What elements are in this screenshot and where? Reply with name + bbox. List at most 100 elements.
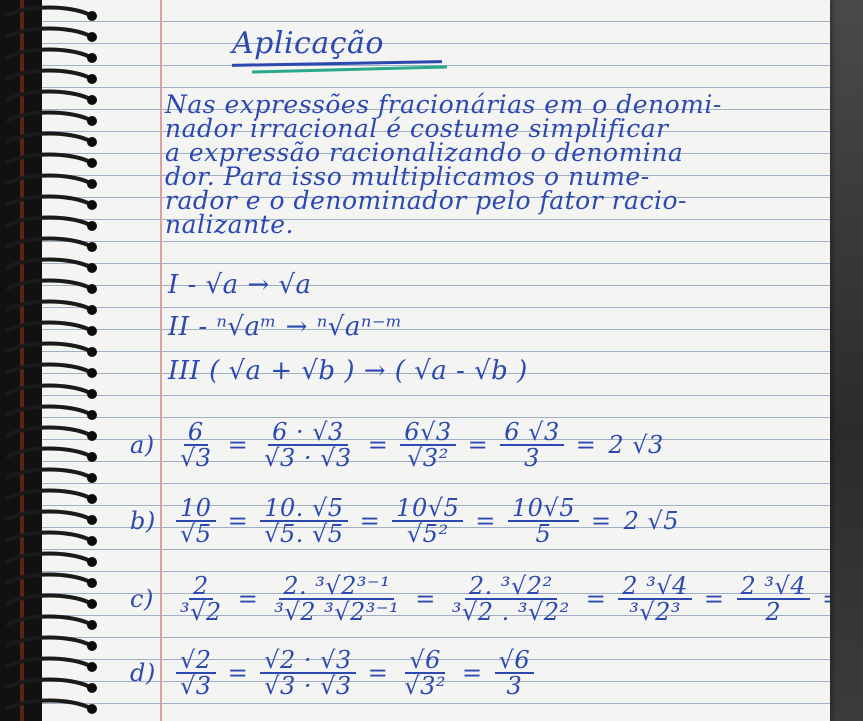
fraction-numerator: 2. ³√2³⁻¹: [279, 574, 395, 600]
rule-numeral: III: [168, 356, 201, 386]
spiral-coil: [5, 362, 89, 375]
spiral-coil: [5, 257, 89, 270]
binding-hole: [87, 74, 97, 84]
binding-hole: [87, 116, 97, 126]
fraction-denominator: 3: [524, 444, 540, 472]
page-title: Aplicação: [232, 26, 384, 61]
binding-hole: [87, 53, 97, 63]
paragraph-line: nador irracional é costume simplificar: [165, 114, 669, 143]
spiral-coil: [5, 26, 89, 39]
fraction-numerator: 6√3: [400, 420, 456, 446]
spiral-coil: [5, 194, 89, 207]
paragraph-line: a expressão racionalizando o denomina: [165, 138, 684, 167]
fraction-numerator: 2 ³√4: [618, 574, 692, 600]
spiral-coil: [5, 614, 89, 627]
fraction-denominator: √3 · √3: [264, 444, 352, 472]
binding-hole: [87, 200, 97, 210]
spiral-coil: [5, 467, 89, 480]
binding-hole: [87, 515, 97, 525]
spiral-coil: [5, 89, 89, 102]
paragraph-line: Nas expressões fracionárias em o denomi-: [165, 90, 722, 119]
spiral-coil: [5, 383, 89, 396]
binding-hole: [87, 326, 97, 336]
fraction-numerator: √2 · √3: [260, 648, 356, 674]
fraction-denominator: ³√2 . ³√2²: [451, 598, 570, 626]
spiral-coil: [5, 530, 89, 543]
spiral-coil: [5, 173, 89, 186]
fraction: 6√3√3²: [400, 420, 456, 472]
equals-sign: =: [359, 507, 381, 535]
example-letter: d): [130, 659, 156, 687]
result-term: 2 √3: [608, 431, 664, 459]
binding-hole: [87, 347, 97, 357]
fraction: √6√3²: [400, 648, 450, 698]
spiral-coil: [5, 47, 89, 60]
notebook-page: Aplicação Nas expressões fracionárias em…: [0, 0, 830, 721]
binding-hole: [87, 32, 97, 42]
binding-hole: [87, 494, 97, 504]
fraction-denominator: √3²: [407, 444, 449, 472]
spiral-coil: [5, 698, 89, 711]
binding-hole: [87, 158, 97, 168]
paragraph-line: dor. Para isso multiplicamos o nume-: [165, 162, 650, 191]
binding-hole: [87, 221, 97, 231]
spiral-coil: [5, 320, 89, 333]
equals-sign: =: [227, 431, 249, 459]
fraction: √2√3: [176, 648, 216, 698]
spiral-coil: [5, 404, 89, 417]
fraction-numerator: 6: [183, 420, 208, 446]
spiral-coil: [5, 341, 89, 354]
fraction-denominator: √3 · √3: [264, 672, 352, 700]
binding-hole: [87, 641, 97, 651]
binding-hole: [87, 704, 97, 714]
fraction-numerator: 10. √5: [260, 496, 348, 522]
equals-sign: =: [591, 507, 612, 535]
binding-hole: [87, 284, 97, 294]
spiral-coil: [5, 656, 89, 669]
binding-hole: [87, 11, 97, 21]
spiral-coil: [5, 152, 89, 165]
binding-hole: [87, 536, 97, 546]
binding-hole: [87, 95, 97, 105]
spiral-coil: [5, 446, 89, 459]
fraction-denominator: 2: [765, 598, 782, 626]
fraction-denominator: ³√2: [180, 598, 222, 626]
binding-hole: [87, 431, 97, 441]
margin-line: [160, 0, 162, 721]
rule-2: II - ⁿ√aᵐ → ⁿ√aⁿ⁻ᵐ: [168, 312, 403, 342]
rule-1: I - √a → √a: [168, 270, 312, 300]
binding-hole: [87, 599, 97, 609]
binding-hole: [87, 662, 97, 672]
fraction-numerator: 10√5: [507, 496, 579, 522]
fraction-numerator: 10: [176, 496, 216, 522]
example-letter: a): [130, 431, 155, 459]
spiral-coil: [5, 635, 89, 648]
title-underline-accent: [251, 65, 448, 74]
equals-sign: =: [575, 431, 597, 459]
equals-sign: =: [820, 585, 830, 613]
fraction-denominator: ³√2 ³√2³⁻¹: [274, 598, 400, 626]
paragraph-line: nalizante.: [165, 210, 294, 239]
fraction-denominator: √5: [180, 520, 212, 548]
fraction-denominator: 5: [535, 520, 552, 548]
result-term: 2 √5: [623, 507, 680, 535]
fraction-numerator: √6: [405, 648, 445, 674]
equals-sign: =: [227, 659, 249, 687]
binding-hole: [87, 179, 97, 189]
fraction-numerator: 6 √3: [500, 420, 564, 446]
fraction-numerator: 10√5: [392, 496, 464, 522]
fraction-denominator: √5. √5: [264, 520, 344, 548]
spiral-coil: [5, 131, 89, 144]
rule-numeral: II: [168, 312, 190, 342]
equals-sign: =: [703, 585, 725, 613]
fraction-numerator: 2: [188, 574, 213, 600]
fraction-denominator: √5²: [406, 520, 449, 548]
binding-hole: [87, 305, 97, 315]
